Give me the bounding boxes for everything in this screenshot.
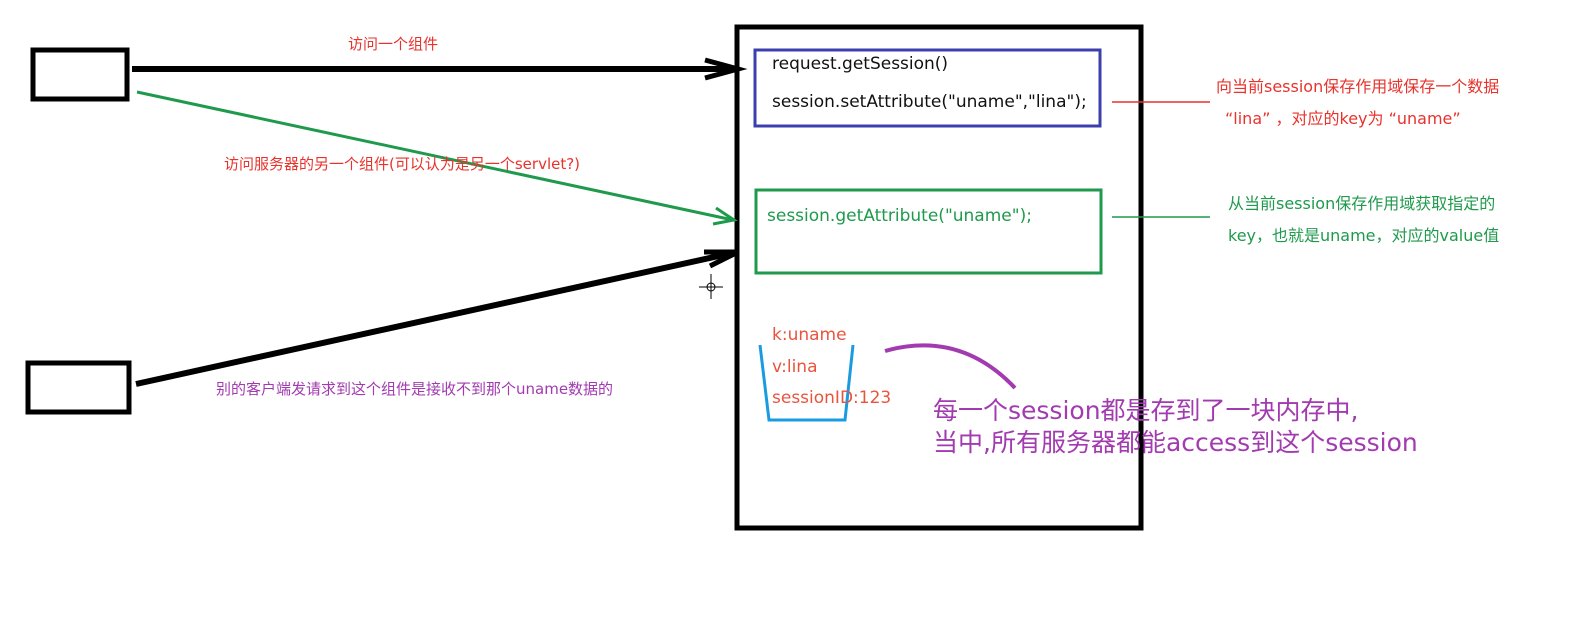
- arrow-client2-request: [135, 249, 738, 387]
- note-save-line1: 向当前session保存作用域保存一个数据: [1216, 77, 1500, 96]
- note-memory-line1: 每一个session都是存到了一块内存中,: [933, 396, 1359, 425]
- client-box-1: [30, 47, 130, 102]
- code-get-attribute: session.getAttribute("uname");: [767, 206, 1032, 226]
- code-block-get-attribute: [754, 188, 1103, 275]
- label-visit-other-component: 访问服务器的另一个组件(可以认为是另一个servlet?): [224, 155, 581, 173]
- note-save-line2: “lina” ，对应的key为 “uname”: [1225, 109, 1461, 128]
- arrow-client1-head: [704, 57, 748, 81]
- client-box-2: [25, 360, 132, 415]
- storage-session-id: sessionID:123: [772, 388, 892, 408]
- storage-key: k:uname: [772, 325, 847, 345]
- arrow-client2-head: [704, 249, 740, 269]
- storage-bucket: [758, 344, 855, 422]
- code-block-set-attribute: [753, 48, 1102, 128]
- arrow-green-head: [712, 206, 738, 226]
- server-container: [734, 24, 1144, 531]
- note-memory-line2: 当中,所有服务器都能access到这个session: [933, 428, 1418, 457]
- code-get-session: request.getSession(): [772, 54, 949, 74]
- note-get-line2: key，也就是uname，对应的value值: [1228, 226, 1500, 245]
- label-visit-component: 访问一个组件: [348, 35, 439, 53]
- crosshair-cursor-icon: [699, 274, 723, 299]
- code-set-attribute: session.setAttribute("uname","lina");: [772, 92, 1087, 112]
- label-other-client-note: 别的客户端发请求到这个组件是接收不到那个uname数据的: [216, 380, 614, 398]
- note-get-line1: 从当前session保存作用域获取指定的: [1228, 194, 1496, 213]
- arrow-client1-other-component: [136, 90, 734, 222]
- storage-value: v:lina: [772, 357, 818, 377]
- memory-curve: [884, 343, 1017, 390]
